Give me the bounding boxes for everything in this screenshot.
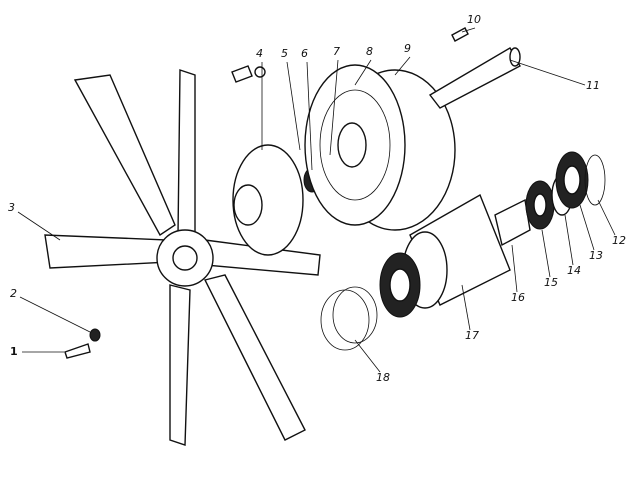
spacer-sleeve bbox=[494, 198, 531, 247]
pulley-web bbox=[319, 89, 391, 201]
fan-blade bbox=[169, 284, 191, 446]
callout-16: 16 bbox=[511, 291, 525, 304]
seal-bore bbox=[563, 165, 581, 195]
fan-assembly bbox=[44, 69, 321, 446]
retaining-ring bbox=[332, 286, 378, 344]
shaft bbox=[428, 47, 521, 109]
bearing-bore bbox=[533, 193, 547, 217]
retaining-ring bbox=[320, 289, 370, 351]
callout-15: 15 bbox=[544, 276, 558, 289]
bearing-bore bbox=[389, 268, 411, 302]
bolt bbox=[64, 343, 91, 359]
washer bbox=[254, 66, 266, 78]
fan-blade bbox=[44, 234, 171, 269]
hub-boss bbox=[233, 184, 263, 226]
callout-14: 14 bbox=[567, 264, 581, 277]
shaft-end bbox=[509, 47, 521, 67]
callout-1: 1 bbox=[10, 345, 18, 358]
fan-center-hole bbox=[172, 245, 198, 271]
fan-blade bbox=[73, 74, 176, 237]
callout-8: 8 bbox=[366, 45, 373, 58]
callout-17: 17 bbox=[465, 329, 479, 342]
fan-blade bbox=[203, 274, 306, 441]
retaining-ring bbox=[584, 154, 606, 206]
callout-4: 4 bbox=[256, 47, 263, 60]
fan-blade bbox=[177, 69, 196, 236]
callout-9: 9 bbox=[404, 42, 411, 55]
fan-hub bbox=[232, 144, 304, 256]
bolt bbox=[231, 65, 253, 83]
callout-11: 11 bbox=[586, 79, 600, 92]
callout-13: 13 bbox=[589, 249, 603, 262]
key bbox=[451, 27, 469, 42]
callout-3: 3 bbox=[8, 201, 15, 214]
leader-lines bbox=[17, 27, 616, 373]
callout-18: 18 bbox=[376, 371, 390, 384]
washer bbox=[89, 328, 101, 342]
callout-5: 5 bbox=[281, 47, 288, 60]
callout-7: 7 bbox=[333, 45, 340, 58]
callout-2: 2 bbox=[10, 287, 17, 300]
callout-10: 10 bbox=[467, 13, 481, 26]
pulley-hub bbox=[337, 122, 367, 168]
callout-6: 6 bbox=[301, 47, 308, 60]
callout-12: 12 bbox=[612, 234, 626, 247]
